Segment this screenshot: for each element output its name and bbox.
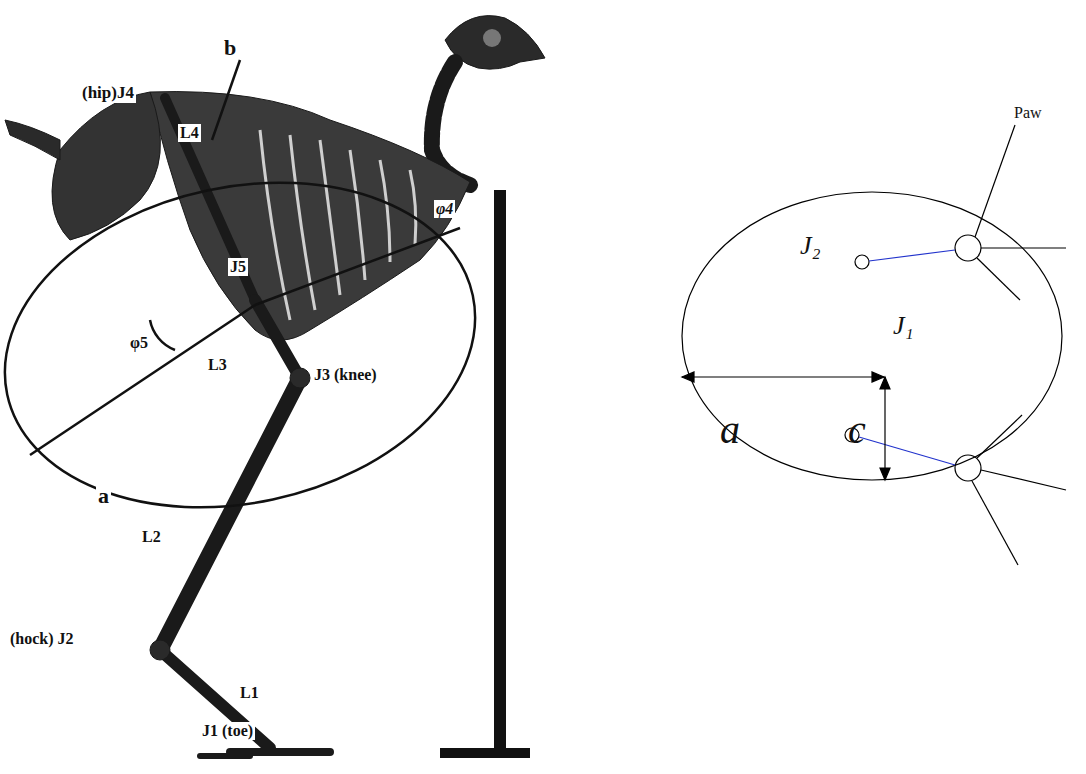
bird-skeleton — [5, 16, 545, 758]
dimension-label: a — [96, 484, 111, 508]
joint-label: J₂ — [800, 232, 821, 261]
joint-label: (hip)J4 — [80, 84, 136, 103]
segment-label: L2 — [140, 528, 163, 546]
joint-label: J3 (knee) — [312, 366, 379, 384]
joint-label: J₁ — [893, 312, 914, 341]
angle-label: φ4 — [434, 200, 455, 218]
segment-label: L1 — [238, 684, 261, 702]
part-label: Paw — [1014, 104, 1042, 122]
joint-label: J1 (toe) — [200, 722, 255, 740]
segment-label: L4 — [178, 124, 201, 142]
dimension-label: b — [224, 36, 236, 60]
dimension-label: c — [848, 408, 866, 452]
segment-label: L3 — [206, 356, 229, 374]
schematic — [682, 125, 1066, 565]
joint-label: J5 — [228, 258, 248, 276]
body-ellipse — [0, 60, 506, 549]
joint-label: (hock) J2 — [8, 630, 76, 648]
dimension-label: a — [720, 408, 740, 452]
angle-label: φ5 — [128, 334, 150, 352]
